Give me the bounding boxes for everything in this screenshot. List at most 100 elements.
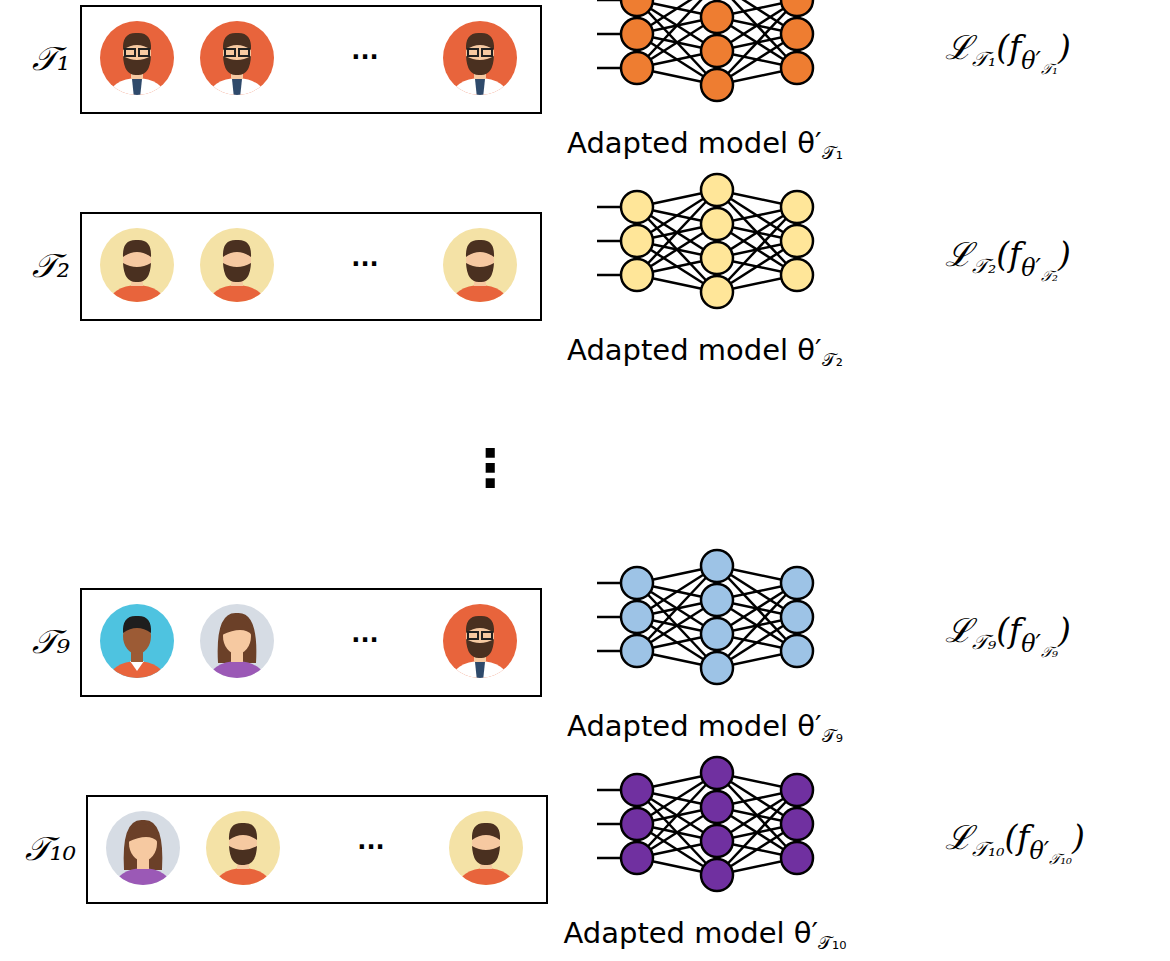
shape	[451, 661, 509, 701]
avatar-figure	[208, 240, 266, 325]
loss-subscript: 𝒯₂	[972, 254, 996, 278]
task-label: 𝒯₉	[32, 622, 70, 662]
shape	[123, 240, 151, 257]
loss-expression: ℒ𝒯₁₀(fθ′𝒯₁₀)	[945, 814, 1085, 869]
avatar-figure	[208, 613, 266, 701]
shape	[229, 846, 257, 865]
task-box: 𝒯₁...	[80, 5, 542, 114]
neuron	[701, 242, 733, 274]
neuron	[781, 191, 813, 223]
neuron	[621, 259, 653, 291]
loss-paren: (f	[1004, 818, 1029, 857]
shape	[466, 639, 494, 658]
neuron	[621, 191, 653, 223]
shape	[223, 240, 251, 257]
shape	[124, 820, 163, 870]
shape	[125, 49, 135, 56]
avatar-figure	[214, 823, 272, 908]
shape	[472, 846, 500, 865]
caption-subscript: 𝒯₁	[822, 142, 843, 163]
shape	[130, 661, 144, 671]
neuron	[701, 276, 733, 308]
task-label: 𝒯₁	[32, 39, 70, 79]
shape	[466, 240, 494, 257]
neuron	[621, 635, 653, 667]
shape	[123, 616, 151, 633]
theta-subscript: 𝒯₁₀	[1049, 850, 1072, 867]
ellipsis-text: ...	[357, 827, 384, 855]
neural-network-icon	[597, 757, 813, 891]
neuron	[701, 550, 733, 582]
vertical-ellipsis: ⋮	[464, 438, 516, 498]
shape	[229, 823, 257, 840]
neuron	[781, 842, 813, 874]
shape	[123, 56, 151, 75]
shape	[123, 263, 151, 282]
loss-symbol: ℒ	[945, 235, 972, 274]
loss-symbol: ℒ	[945, 611, 972, 650]
neuron	[621, 774, 653, 806]
shape	[208, 285, 266, 325]
loss-paren: (f	[996, 611, 1021, 650]
shape	[466, 56, 494, 75]
neuron	[781, 259, 813, 291]
neural-network-icon	[597, 0, 813, 101]
avatar-figure	[457, 823, 515, 908]
shape	[451, 285, 509, 325]
neuron	[781, 601, 813, 633]
shape	[132, 79, 142, 98]
person-avatar	[443, 21, 517, 118]
shape	[239, 49, 249, 56]
neuron	[781, 52, 813, 84]
task-box: 𝒯₁₀...	[86, 795, 548, 904]
task-label: 𝒯₁₀	[25, 829, 76, 869]
shape	[123, 33, 151, 50]
loss-expression: ℒ𝒯₁(fθ′𝒯₁)	[945, 24, 1071, 79]
neuron	[701, 1, 733, 33]
model-caption: Adapted model θ′𝒯₉	[567, 709, 843, 747]
model-caption: Adapted model θ′𝒯₂	[567, 333, 843, 371]
ellipsis-text: ...	[351, 620, 378, 648]
theta-subscript: 𝒯₁	[1041, 60, 1058, 77]
shape	[218, 613, 257, 663]
avatar-figure	[108, 240, 166, 325]
model-subscript: θ′𝒯₂	[1021, 254, 1058, 282]
shape	[466, 616, 494, 633]
avatar-figure	[108, 33, 166, 118]
neuron	[701, 825, 733, 857]
model-subscript: θ′𝒯₉	[1021, 630, 1058, 658]
neural-network-icon	[597, 550, 813, 684]
caption-text: Adapted model θ′	[567, 709, 822, 743]
theta-subscript: 𝒯₉	[1041, 643, 1058, 660]
shape	[108, 661, 166, 701]
loss-expression: ℒ𝒯₉(fθ′𝒯₉)	[945, 607, 1071, 662]
model-subscript: θ′𝒯₁₀	[1029, 837, 1072, 865]
theta-prime: θ′	[1021, 254, 1041, 282]
neuron	[621, 601, 653, 633]
shape	[222, 618, 252, 635]
shape	[223, 263, 251, 282]
neuron	[781, 0, 813, 16]
person-avatar	[449, 811, 523, 908]
shape	[208, 78, 266, 118]
loss-subscript: 𝒯₁	[972, 47, 996, 71]
person-avatar	[100, 228, 174, 325]
shape	[451, 78, 509, 118]
shape	[108, 285, 166, 325]
loss-subscript: 𝒯₉	[972, 630, 996, 654]
person-avatar	[100, 604, 174, 701]
theta-subscript: 𝒯₂	[1041, 267, 1058, 284]
neuron	[701, 174, 733, 206]
neuron	[621, 52, 653, 84]
loss-paren: )	[1072, 818, 1085, 857]
avatar-figure	[451, 616, 509, 701]
person-avatar	[200, 21, 274, 118]
neuron	[701, 859, 733, 891]
person-avatar	[206, 811, 280, 908]
neuron	[621, 18, 653, 50]
shape	[223, 33, 251, 50]
loss-paren: )	[1058, 611, 1071, 650]
caption-text: Adapted model θ′	[567, 333, 822, 367]
loss-paren: (f	[996, 235, 1021, 274]
loss-paren: (f	[996, 28, 1021, 67]
